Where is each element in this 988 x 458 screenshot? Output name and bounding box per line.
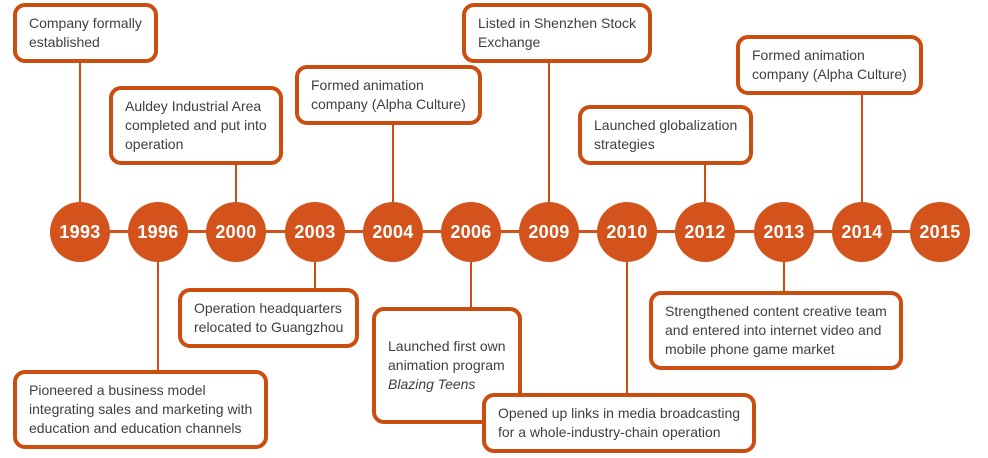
connector-2003 — [314, 232, 316, 294]
event-card-2004: Formed animation company (Alpha Culture) — [295, 65, 482, 125]
event-card-2014: Formed animation company (Alpha Culture) — [736, 35, 923, 95]
year-node-1993: 1993 — [50, 202, 110, 262]
connector-2000 — [235, 159, 237, 232]
year-node-1996: 1996 — [128, 202, 188, 262]
timeline-axis — [80, 230, 940, 233]
connector-2014 — [861, 89, 863, 232]
year-node-2013: 2013 — [754, 202, 814, 262]
year-label: 2003 — [294, 221, 336, 242]
year-label: 2009 — [528, 221, 570, 242]
year-node-2015: 2015 — [910, 202, 970, 262]
year-label: 2014 — [841, 221, 883, 242]
event-card-2010: Opened up links in media broadcasting fo… — [482, 393, 757, 453]
year-node-2010: 2010 — [597, 202, 657, 262]
year-label: 2015 — [919, 221, 961, 242]
year-node-2014: 2014 — [832, 202, 892, 262]
connector-1993 — [79, 57, 81, 232]
event-card-1993: Company formally established — [13, 3, 158, 63]
year-node-2009: 2009 — [519, 202, 579, 262]
event-card-2006-program-title: Blazing Teens — [388, 376, 476, 392]
connector-2012 — [704, 159, 706, 232]
connector-2004 — [392, 119, 394, 232]
year-label: 2000 — [215, 221, 257, 242]
year-label: 2012 — [684, 221, 726, 242]
connector-2010 — [626, 232, 628, 399]
year-node-2006: 2006 — [441, 202, 501, 262]
year-label: 2004 — [372, 221, 414, 242]
event-card-2000: Auldey Industrial Area completed and put… — [109, 86, 283, 165]
year-label: 2010 — [606, 221, 648, 242]
year-node-2012: 2012 — [675, 202, 735, 262]
year-node-2003: 2003 — [285, 202, 345, 262]
connector-2013 — [783, 232, 785, 297]
event-card-2006: Launched first own animation program Bla… — [372, 307, 522, 424]
year-label: 1993 — [59, 221, 101, 242]
event-card-2013: Strengthened content creative team and e… — [649, 291, 903, 370]
year-node-2000: 2000 — [206, 202, 266, 262]
event-card-2012: Launched globalization strategies — [578, 105, 754, 165]
connector-1996 — [157, 232, 159, 376]
year-label: 2006 — [450, 221, 492, 242]
year-label: 1996 — [137, 221, 179, 242]
connector-2006 — [470, 232, 472, 313]
event-card-2003: Operation headquarters relocated to Guan… — [178, 288, 360, 348]
event-card-2009: Listed in Shenzhen Stock Exchange — [462, 3, 652, 63]
year-node-2004: 2004 — [363, 202, 423, 262]
year-label: 2013 — [763, 221, 805, 242]
connector-2009 — [548, 57, 550, 232]
event-card-2006-text: Launched first own animation program — [388, 338, 506, 373]
event-card-1996: Pioneered a business model integrating s… — [13, 370, 269, 449]
